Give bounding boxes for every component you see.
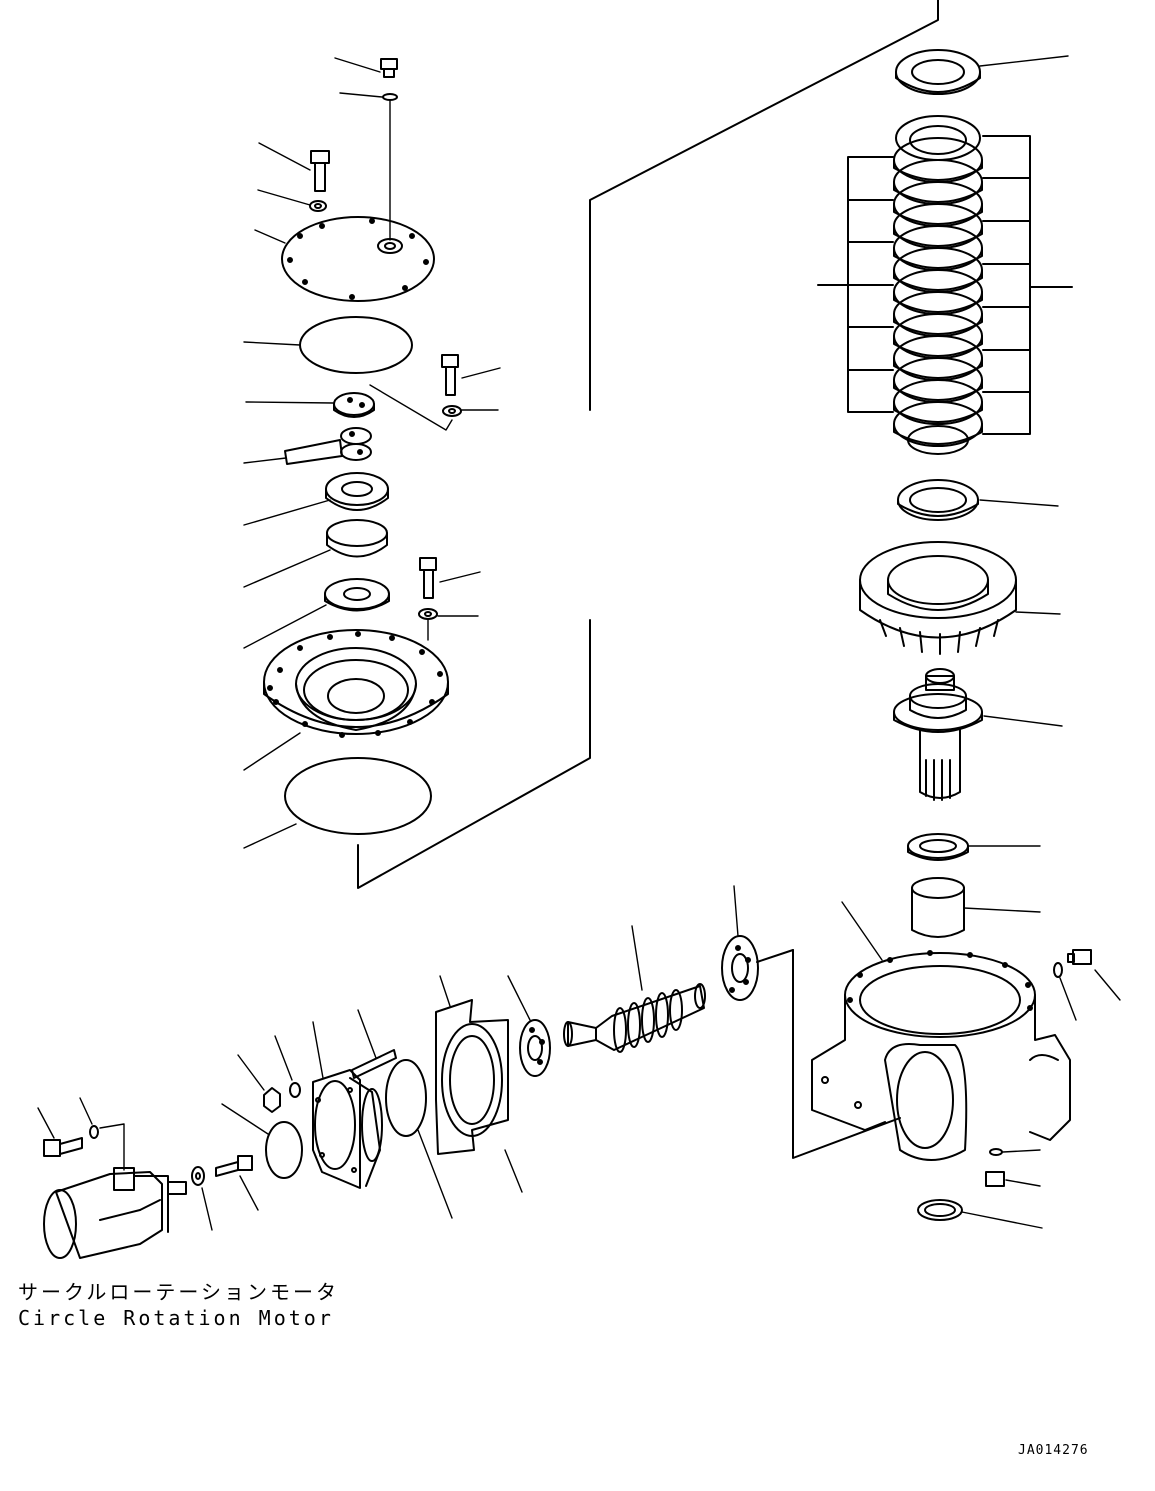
bearing-left	[507, 975, 551, 1077]
worm-shaft	[563, 925, 706, 1053]
shim-gasket	[435, 975, 523, 1193]
clutch-disc-stack	[893, 115, 983, 455]
washer-right-2	[418, 608, 479, 641]
housing-flange	[243, 629, 449, 771]
oil-seal	[917, 1199, 1043, 1229]
washer-lower	[274, 1035, 301, 1098]
sleeve-ring	[243, 519, 388, 588]
bushing-split	[907, 833, 1041, 861]
o-ring-large	[243, 757, 432, 849]
bearing-right	[721, 885, 759, 1001]
o-ring-small-top	[339, 92, 398, 241]
plate-small	[245, 384, 453, 431]
bolt-right-1	[441, 354, 501, 396]
ring-gear	[859, 541, 1061, 655]
bolt-motor	[37, 1107, 83, 1157]
cover-plate	[254, 216, 435, 302]
gear-case	[811, 901, 1071, 1161]
o-ring-drain	[989, 1148, 1041, 1156]
o-ring-motor	[221, 1103, 303, 1179]
bushing-sleeve	[911, 877, 1041, 938]
clutch-disc-callout-brackets	[817, 135, 1073, 435]
caption-japanese: サークルローテーションモータ	[18, 1280, 339, 1304]
o-ring-plug-right	[1053, 962, 1077, 1021]
thrust-plate-lower	[897, 479, 1059, 521]
washer-motor-small	[79, 1097, 99, 1139]
washer-cover	[257, 189, 327, 212]
cap-screw-top	[334, 57, 398, 78]
plug-right	[1067, 949, 1121, 1001]
washer-motor	[191, 1166, 213, 1231]
pin-and-plates	[243, 427, 372, 465]
washer-right-1	[442, 405, 499, 417]
motor-adapter-flange	[312, 1021, 383, 1189]
pinion-shaft	[893, 668, 1063, 801]
drawing-id: JA014276	[1018, 1443, 1089, 1458]
bearing-race-upper	[243, 472, 389, 526]
nut-lower	[237, 1054, 281, 1113]
stud-bolt	[351, 1009, 397, 1079]
caption-english: Circle Rotation Motor	[18, 1306, 334, 1330]
thrust-plate-top	[895, 49, 1069, 95]
circle-rotation-motor	[43, 1123, 187, 1259]
thrust-washer	[243, 578, 390, 649]
bolt-right-2	[419, 557, 481, 599]
bolt-cover	[258, 142, 330, 192]
o-ring-cover	[243, 316, 413, 374]
bolt-lower-mid	[215, 1155, 259, 1211]
drain-plug	[985, 1171, 1041, 1187]
section-boundary-lines	[357, 0, 939, 1159]
o-ring-mid	[385, 1059, 453, 1219]
